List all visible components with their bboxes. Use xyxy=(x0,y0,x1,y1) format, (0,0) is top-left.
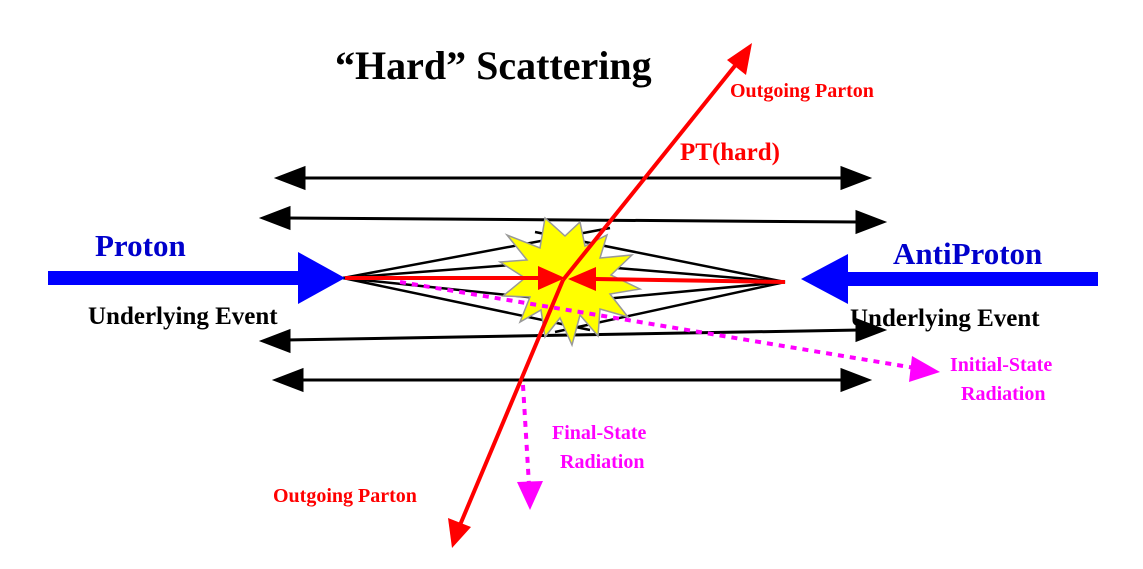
proton-beam-shaft xyxy=(48,271,308,285)
antiproton-beam xyxy=(801,254,1098,304)
initial-state-radiation-label-line2: Radiation xyxy=(961,383,1046,405)
underlying-track xyxy=(284,216,861,224)
pt-hard-label: PT(hard) xyxy=(680,139,780,166)
incoming-parton-right xyxy=(594,277,786,284)
arrowhead xyxy=(727,43,752,75)
outgoing-parton-bottom-label: Outgoing Parton xyxy=(273,485,417,507)
incoming-partons xyxy=(345,266,786,291)
arrowhead xyxy=(448,518,471,548)
arrowhead xyxy=(840,165,873,191)
final-state-radiation-label-line1: Final-State xyxy=(552,422,647,444)
antiproton-label: AntiProton xyxy=(893,236,1043,271)
proton-label: Proton xyxy=(95,228,186,263)
collision-burst xyxy=(497,216,643,348)
arrowhead xyxy=(258,205,291,231)
arrowhead xyxy=(840,367,873,393)
initial-state-radiation-label-line1: Initial-State xyxy=(950,354,1053,376)
arrowhead xyxy=(258,328,291,354)
arrowhead xyxy=(855,317,888,343)
outgoing-partons xyxy=(448,43,752,548)
outgoing-parton-bottom-line xyxy=(458,279,565,526)
arrowhead xyxy=(538,266,565,290)
diagram-title: “Hard” Scattering xyxy=(335,43,652,88)
outgoing-parton-top-line xyxy=(561,60,740,282)
proton-beam-arrowhead xyxy=(298,252,345,304)
underlying-event-label-right: Underlying Event xyxy=(850,305,1040,332)
arrowhead xyxy=(271,367,304,393)
final-state-radiation-line xyxy=(521,384,531,486)
initial-state-radiation-line xyxy=(399,280,916,370)
outgoing-parton-top-label: Outgoing Parton xyxy=(730,80,874,102)
antiproton-beam-arrowhead xyxy=(801,254,848,304)
arrowhead xyxy=(568,267,596,291)
radiation xyxy=(399,280,940,510)
underlying-event-label-left: Underlying Event xyxy=(88,303,278,330)
arrowhead xyxy=(855,209,888,235)
arrowhead xyxy=(517,481,543,510)
arrowhead xyxy=(909,356,940,382)
arrowhead xyxy=(273,165,306,191)
final-state-radiation-label-line2: Radiation xyxy=(560,451,645,473)
antiproton-beam-shaft xyxy=(838,272,1098,286)
proton-beam xyxy=(48,252,345,304)
